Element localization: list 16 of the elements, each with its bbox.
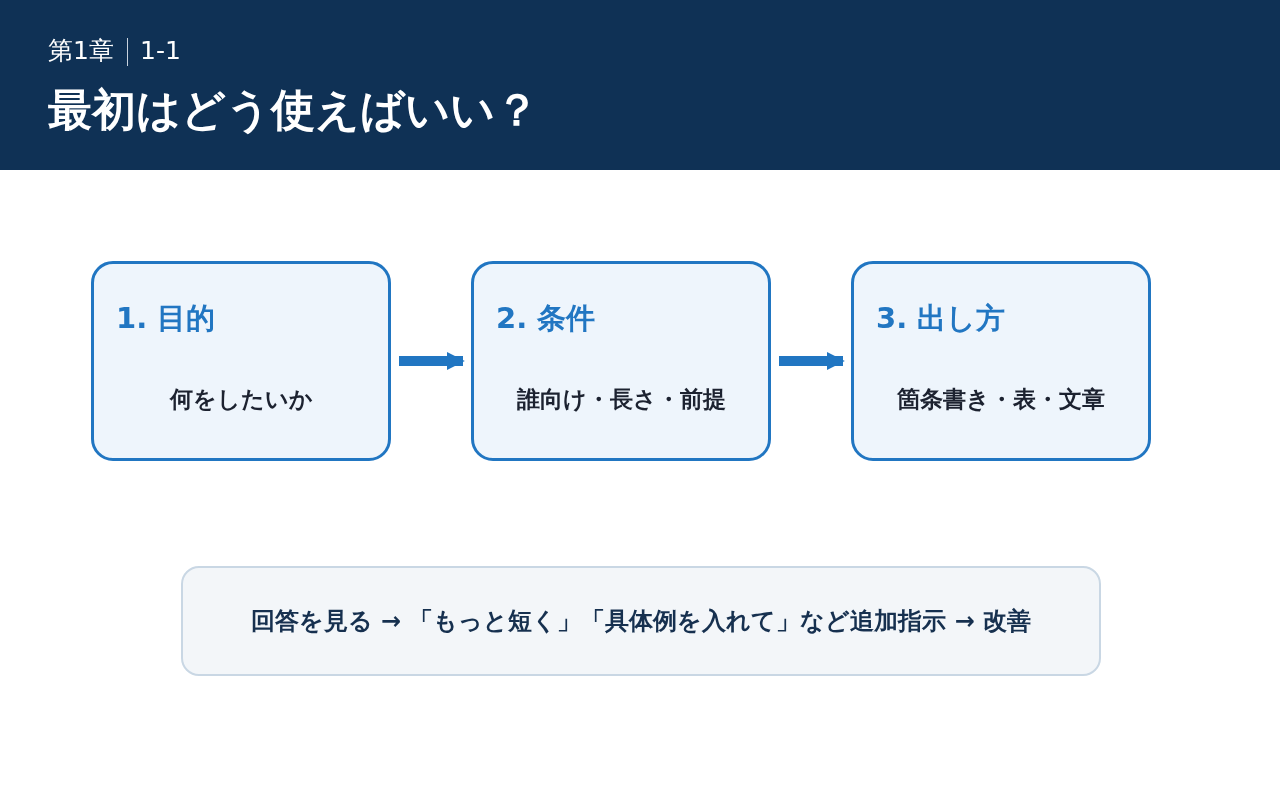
chapter-label: 1-1 [140,35,181,67]
step-card [471,261,771,461]
step-description: 何をしたいか [168,385,314,414]
step-heading: 3. 出し方 [876,300,1006,336]
page-title: 最初はどう使えばいい？ [48,83,539,137]
step-heading: 1. 目的 [116,300,216,336]
step-card [91,261,391,461]
step-description: 箇条書き・表・文章 [896,385,1106,414]
instruction-text: 回答を見る → 「もっと短く」「具体例を入れて」など追加指示 → 改善 [250,606,1032,637]
chapter-label: 第1章 [48,35,114,67]
arrow [399,352,465,370]
arrow [779,352,845,370]
step-card [851,261,1151,461]
note-panel [181,566,1101,676]
step-description: 誰向け・長さ・前提 [515,385,727,414]
step-heading: 2. 条件 [496,300,596,336]
